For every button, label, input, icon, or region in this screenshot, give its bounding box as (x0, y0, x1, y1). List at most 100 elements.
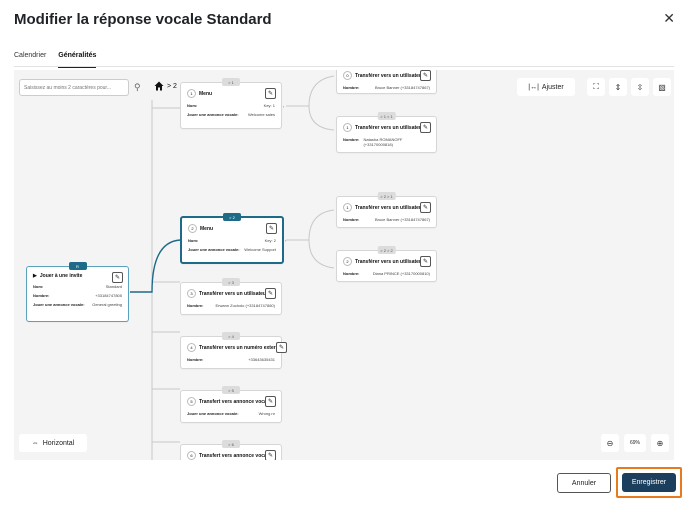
node-row: Nombre:+33643635431 (181, 355, 281, 364)
zoom-controls: ⊖ 69% ⊕ (601, 434, 669, 452)
node-row: Jouer une annonce vocale:Welcome sales (181, 110, 281, 119)
node-badge: > 1 (222, 78, 240, 86)
layout-toggle-button[interactable]: ⇔ Horizontal (19, 434, 87, 452)
fit-label: Ajuster (541, 83, 564, 91)
node-row: Nom:Key: 2 (182, 236, 282, 245)
zoom-in-button[interactable]: ⊕ (651, 434, 669, 452)
edit-icon[interactable]: ✎ (266, 223, 277, 234)
save-button-highlight: Enregistrer (616, 467, 682, 498)
edit-icon[interactable]: ✎ (265, 88, 276, 99)
node-number: 1 (343, 203, 352, 212)
node-row: Nombre:Natasha ROMANOFF (+33170000818) (337, 135, 436, 149)
node-row: Nombre:Bruce Banner (+33184747867) (337, 215, 436, 224)
row-key: Nom: (33, 284, 44, 289)
zoom-out-icon: ⊖ (606, 438, 614, 448)
node-row: Nom:Standard (27, 282, 128, 291)
zoom-in-icon: ⊕ (656, 438, 664, 448)
node-title: Menu (199, 90, 213, 97)
node-row: Nombre:Bruce Banner (+33184747867) (337, 83, 436, 92)
expand-button[interactable]: ⇕ (609, 78, 627, 96)
tab-calendrier[interactable]: Calendrier (14, 52, 47, 59)
node-badge: > 2 (223, 213, 241, 221)
search-icon[interactable]: ⚲ (134, 82, 141, 92)
row-value: Key: 1 (263, 103, 275, 108)
row-key: Nom: (187, 103, 198, 108)
node-number: 5 (187, 397, 196, 406)
zoom-out-button[interactable]: ⊖ (601, 434, 619, 452)
canvas-toolbar: |↔| Ajuster ⛶ ⇕ ⇳ ▧ (517, 78, 671, 96)
row-key: Nombre: (33, 293, 50, 298)
node-badge: > 6 (222, 440, 240, 448)
node-badge: > 5 (222, 386, 240, 394)
collapse-vertical-icon: ⇳ (636, 82, 644, 92)
node-title: Menu (200, 225, 214, 232)
collapse-button[interactable]: ⇳ (631, 78, 649, 96)
flow-canvas[interactable]: ⚲ > 2 |↔| Ajuster ⛶ ⇕ ⇳ ▧ R ▶ Jouer à un… (14, 70, 674, 460)
node-row: Nombre: Diana PRINCE (+33170000810) (337, 269, 436, 278)
row-key: Nombre: (343, 137, 360, 142)
horizontal-arrows-icon: ⇔ (31, 439, 39, 447)
close-icon[interactable]: ✕ (663, 10, 675, 26)
search-input[interactable] (19, 79, 129, 96)
image-settings-button[interactable]: ▧ (653, 78, 671, 96)
flow-edges (130, 75, 335, 460)
breadcrumb: > 2 (154, 81, 177, 91)
row-key: Nombre: (343, 271, 360, 276)
edit-icon[interactable]: ✎ (265, 396, 276, 407)
row-value: Wrong nr (258, 411, 275, 416)
tab-bar: Calendrier Généralités (14, 52, 97, 68)
edit-icon[interactable]: ✎ (265, 288, 276, 299)
edit-icon[interactable]: ✎ (420, 122, 431, 133)
node-number: 0 (343, 71, 352, 80)
node-connector-icon[interactable]: › (129, 289, 132, 294)
play-icon: ▶ (33, 273, 37, 279)
node-connector-icon[interactable]: › (282, 104, 285, 109)
edit-icon[interactable]: ✎ (276, 342, 287, 353)
edit-icon[interactable]: ✎ (420, 70, 431, 81)
row-key: Nombre: (187, 303, 204, 308)
edit-icon[interactable]: ✎ (265, 450, 276, 460)
flow-node-root[interactable]: R ▶ Jouer à une invite ✎ Nom:Standard No… (26, 262, 129, 322)
image-settings-icon: ▧ (658, 82, 666, 92)
node-number: 6 (187, 451, 196, 460)
edit-icon[interactable]: ✎ (112, 272, 123, 283)
home-icon[interactable] (154, 81, 164, 91)
fullscreen-icon: ⛶ (593, 82, 599, 91)
node-badge: > 3 (222, 278, 240, 286)
save-button[interactable]: Enregistrer (622, 473, 676, 492)
node-title: Transférer vers un utilisateur (355, 204, 424, 211)
row-value: Natasha ROMANOFF (+33170000818) (363, 137, 403, 147)
fit-icon: |↔| (528, 83, 539, 91)
node-title: Jouer à une invite (39, 273, 83, 279)
edit-icon[interactable]: ✎ (420, 256, 431, 267)
node-badge: > 4 (222, 332, 240, 340)
fullscreen-button[interactable]: ⛶ (587, 78, 605, 96)
fit-button[interactable]: |↔| Ajuster (517, 78, 575, 96)
edit-icon[interactable]: ✎ (420, 202, 431, 213)
node-connector-icon[interactable]: › (284, 238, 287, 243)
node-title: Transférer vers un numéro externe (199, 344, 282, 351)
cancel-button[interactable]: Annuler (557, 473, 611, 493)
tab-generalites[interactable]: Généralités (58, 52, 97, 68)
node-number: 2 (343, 257, 352, 266)
row-value: Diana PRINCE (+33170000810) (372, 271, 430, 276)
zoom-level: 69% (624, 434, 646, 452)
